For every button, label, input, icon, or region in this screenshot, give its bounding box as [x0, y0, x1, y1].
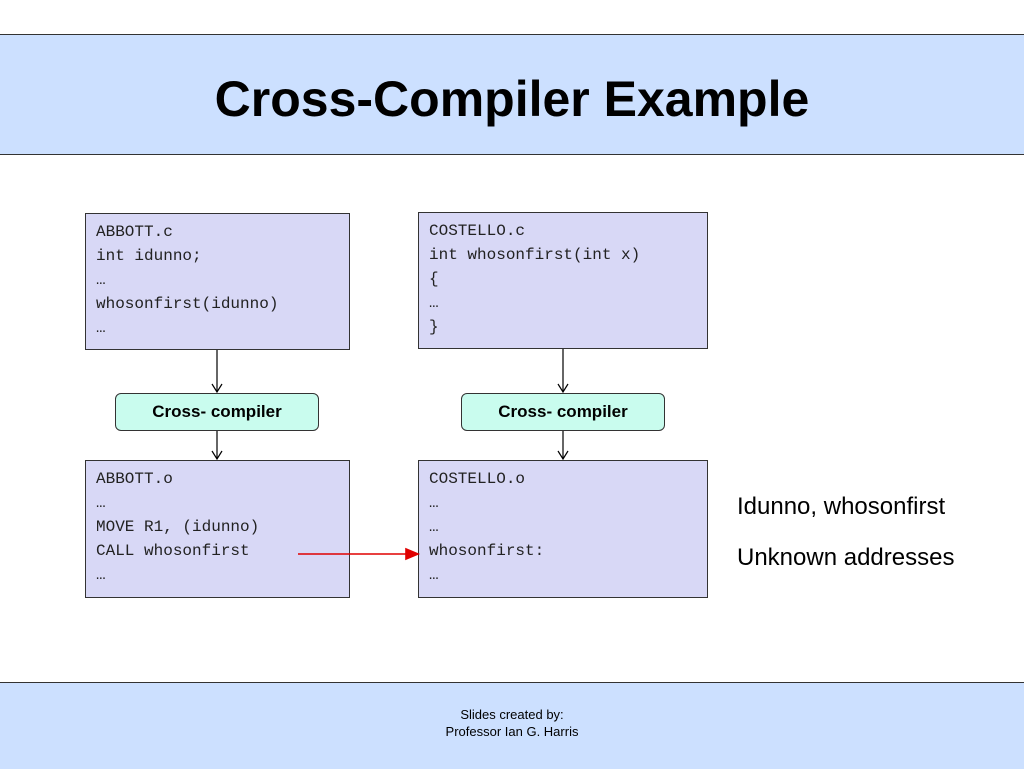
code-line: …	[429, 494, 439, 512]
arrowhead	[405, 547, 421, 561]
arrowhead	[211, 383, 223, 394]
cross-compiler-left: Cross- compiler	[115, 393, 319, 431]
code-line: int idunno;	[96, 247, 202, 265]
code-line: COSTELLO.c	[429, 222, 526, 240]
code-line: MOVE R1, (idunno)	[96, 518, 260, 536]
credit-line: Professor Ian G. Harris	[445, 724, 579, 739]
note-symbols: Idunno, whosonfirst	[737, 493, 946, 520]
cross-compiler-right: Cross- compiler	[461, 393, 665, 431]
arrowhead	[557, 450, 569, 461]
code-line: …	[96, 566, 106, 584]
code-line: int whosonfirst(int x)	[429, 246, 641, 264]
code-line: COSTELLO.o	[429, 470, 526, 488]
footer-band	[0, 682, 1024, 769]
code-line: …	[96, 494, 106, 512]
credit-line: Slides created by:	[460, 707, 564, 722]
footer-credit: Slides created by: Professor Ian G. Harr…	[0, 706, 1024, 740]
arrowhead	[557, 383, 569, 394]
code-line: …	[429, 294, 439, 312]
code-line: {	[429, 270, 439, 288]
code-line: whosonfirst:	[429, 542, 545, 560]
code-line: …	[96, 319, 106, 337]
costello-source-box: COSTELLO.c int whosonfirst(int x) { … }	[418, 212, 708, 349]
code-line: ABBOTT.c	[96, 223, 173, 241]
slide-title: Cross-Compiler Example	[214, 71, 810, 127]
costello-object-box: COSTELLO.o … … whosonfirst: …	[418, 460, 708, 598]
code-line: }	[429, 318, 439, 336]
note-unknown-addresses: Unknown addresses	[737, 544, 955, 571]
code-line: …	[429, 566, 439, 584]
header-band	[0, 34, 1024, 155]
arrowhead	[211, 450, 223, 461]
code-line: CALL whosonfirst	[96, 542, 250, 560]
code-line: …	[96, 271, 106, 289]
code-line: ABBOTT.o	[96, 470, 173, 488]
abbott-source-box: ABBOTT.c int idunno; … whosonfirst(idunn…	[85, 213, 350, 350]
abbott-object-box: ABBOTT.o … MOVE R1, (idunno) CALL whoson…	[85, 460, 350, 598]
code-line: whosonfirst(idunno)	[96, 295, 279, 313]
code-line: …	[429, 518, 439, 536]
